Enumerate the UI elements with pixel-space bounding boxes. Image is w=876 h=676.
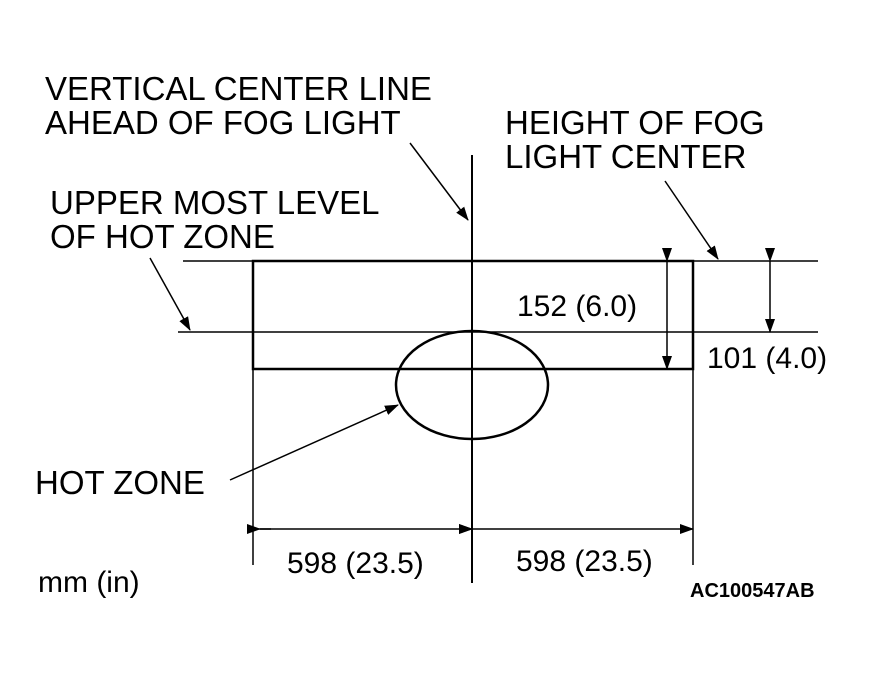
upper-most-level-label-line1: UPPER MOST LEVEL xyxy=(50,184,380,221)
box-height-dimension-value: 152 (6.0) xyxy=(517,290,637,323)
right-width-dimension-value: 598 (23.5) xyxy=(516,545,653,578)
hot-zone-ellipse xyxy=(394,329,550,441)
fog-center-height-label-line2: LIGHT CENTER xyxy=(505,138,746,175)
hot-zone-label: HOT ZONE xyxy=(35,464,205,501)
units-label: mm (in) xyxy=(38,566,140,599)
left-width-dimension-value: 598 (23.5) xyxy=(287,547,424,580)
vertical-center-line-label-line2: AHEAD OF FOG LIGHT xyxy=(45,104,401,141)
fog-center-height-leader xyxy=(664,180,719,260)
upper-most-level-label-line2: OF HOT ZONE xyxy=(50,218,275,255)
vertical-center-line-label-line1: VERTICAL CENTER LINE xyxy=(45,70,432,107)
upper-to-center-dimension-value: 101 (4.0) xyxy=(707,342,827,375)
fog-center-height-label-line1: HEIGHT OF FOG xyxy=(505,104,765,141)
hot-zone-leader xyxy=(229,404,399,481)
vertical-center-line-leader xyxy=(409,142,469,221)
figure-code-label: AC100547AB xyxy=(690,580,815,602)
upper-most-level-leader xyxy=(149,257,191,331)
